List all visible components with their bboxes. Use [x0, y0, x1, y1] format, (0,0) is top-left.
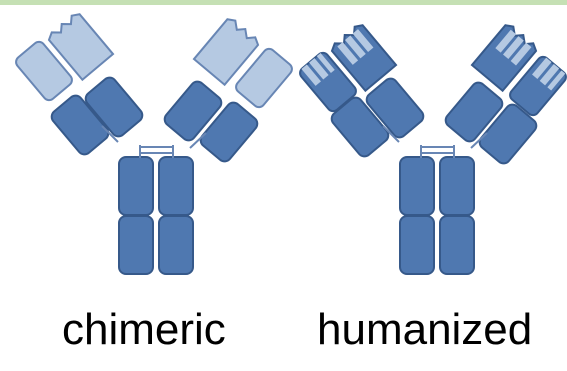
- chimeric-fc-left-lower: [119, 216, 153, 274]
- chimeric-left-arm: [14, 11, 146, 157]
- chimeric-label: chimeric: [62, 308, 226, 352]
- humanized-left-arm: [298, 22, 427, 159]
- chimeric-antibody: [14, 11, 295, 274]
- humanized-fc-right-upper: [440, 157, 474, 215]
- humanized-fc-right-lower: [440, 216, 474, 274]
- humanized-right-arm: [443, 22, 567, 166]
- chimeric-fc-right-lower: [159, 216, 193, 274]
- chimeric-right-arm: [162, 16, 295, 164]
- humanized-fc-left-upper: [400, 157, 434, 215]
- humanized-label: humanized: [317, 308, 532, 352]
- chimeric-fc-left-upper: [119, 157, 153, 215]
- chimeric-fc-right-upper: [159, 157, 193, 215]
- humanized-fc-left-lower: [400, 216, 434, 274]
- humanized-antibody: [298, 22, 567, 274]
